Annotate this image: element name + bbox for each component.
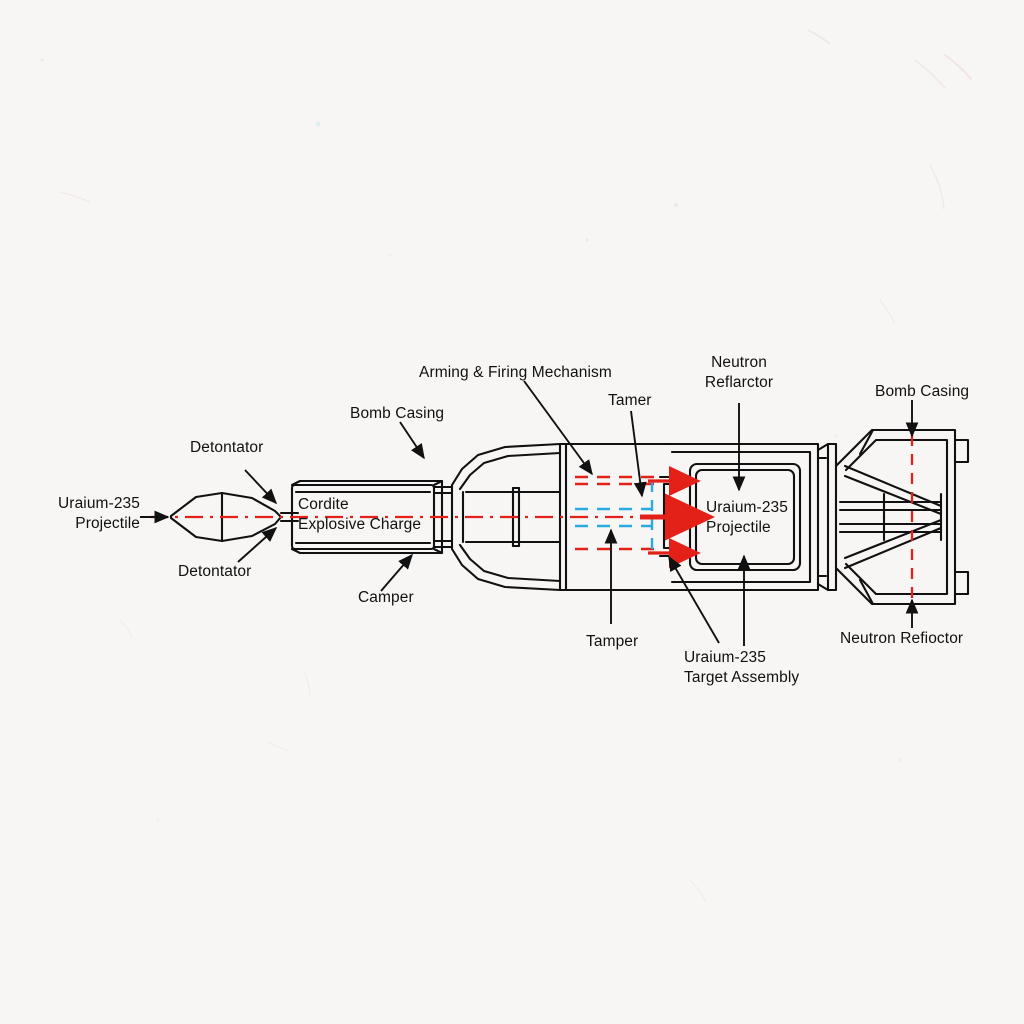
label-uranium-target-assembly: Uraium-235 Target Assembly [684, 649, 800, 686]
label-neutron-reflector-bottom: Neutron Refioctor [840, 630, 964, 647]
leader-uranium-target-assembly [668, 555, 720, 644]
leader-tamer [630, 410, 647, 498]
label-tamper: Tamper [586, 633, 639, 650]
leader-camper [380, 553, 413, 592]
label-detonator-bottom: Detontator [178, 563, 252, 580]
casing-rails-left [432, 485, 454, 549]
label-uranium-projectile-center: Uraium-235 Projectile [706, 499, 788, 536]
label-cordite-charge: Cordite Explosive Charge [298, 496, 422, 533]
gun-barrel-section [558, 442, 674, 592]
tail-neutron-reflector [834, 428, 970, 606]
label-camper: Camper [358, 589, 414, 606]
label-neutron-reflector-top: Neutron Reflarctor [704, 354, 774, 391]
leader-detonator-top [244, 469, 278, 505]
leader-detonator-bottom [237, 526, 278, 563]
projectile-neck [279, 511, 300, 523]
label-uranium-projectile-left: Uraium-235 Projectile [58, 495, 140, 532]
rear-coupling-ring [816, 442, 838, 592]
label-detonator-top: Detontator [190, 439, 264, 456]
leader-bomb-casing-left [399, 421, 425, 460]
label-arming-firing-mechanism: Arming & Firing Mechanism [419, 364, 612, 381]
leader-arming-firing [523, 380, 593, 476]
label-tamer: Tamer [608, 392, 652, 409]
label-bomb-casing-right: Bomb Casing [875, 383, 970, 400]
label-bomb-casing-left: Bomb Casing [350, 405, 445, 422]
